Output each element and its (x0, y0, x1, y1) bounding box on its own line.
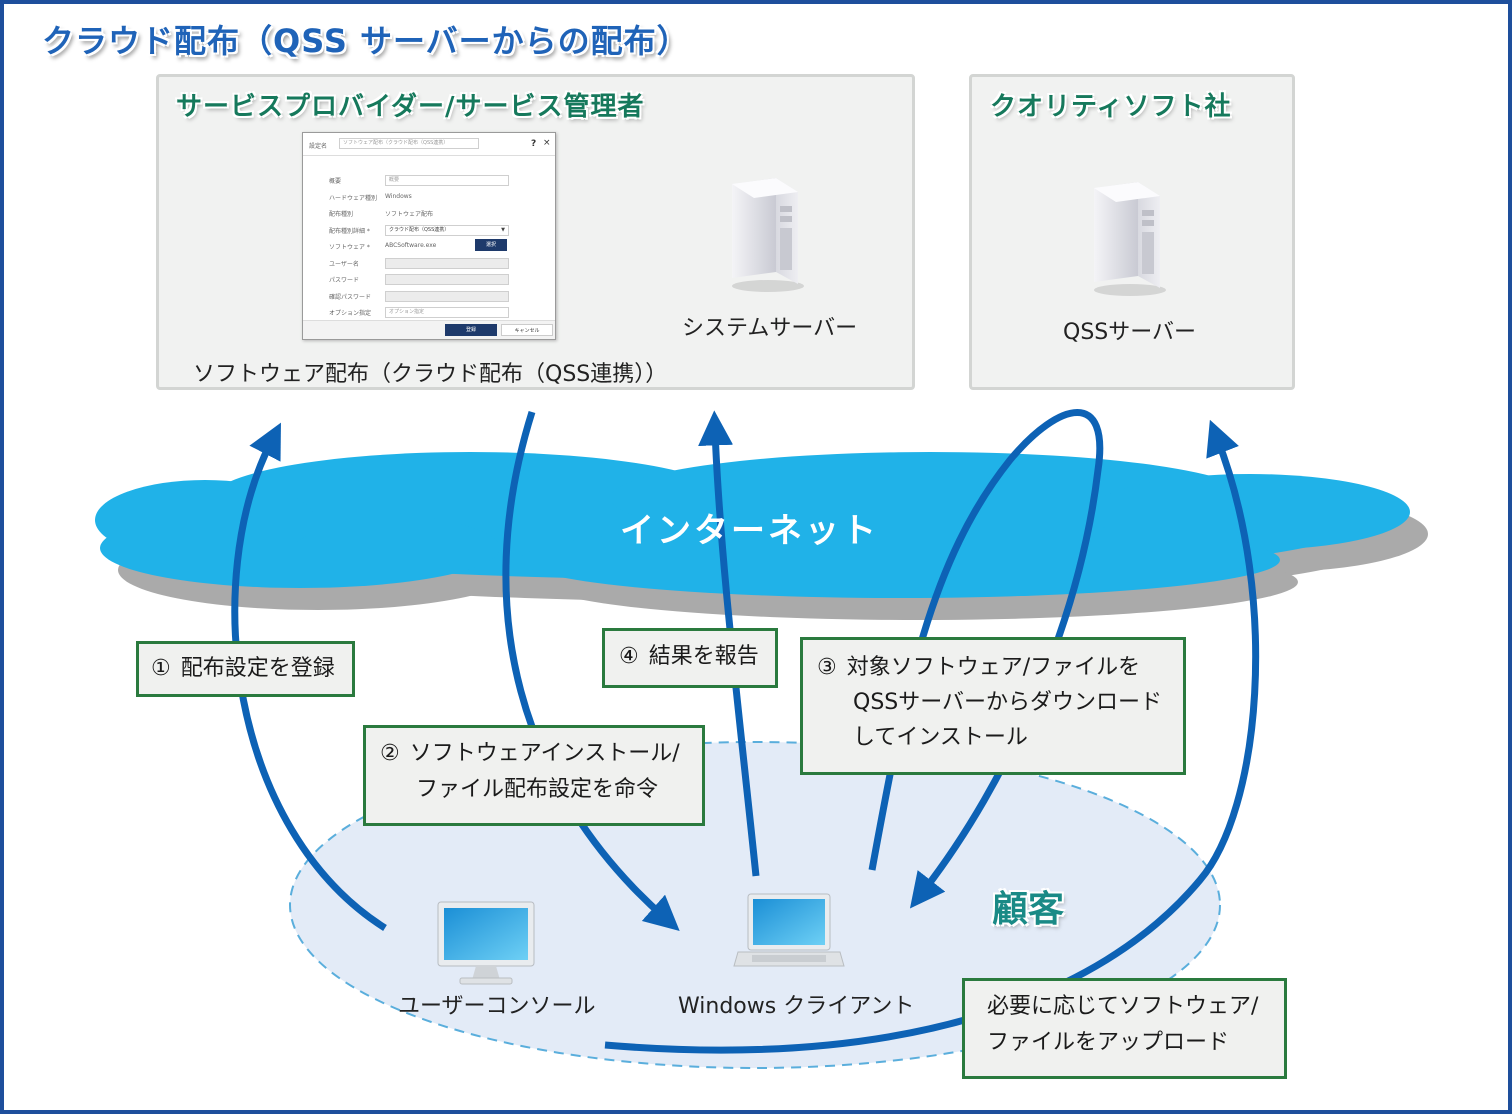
qss-server-label: QSSサーバー (1063, 320, 1197, 345)
customer-label: 顧客 (992, 889, 1065, 930)
form-input[interactable] (385, 257, 509, 269)
user-console-label: ユーザーコンソール (398, 994, 596, 1019)
form-label: ハードウェア種別 (329, 194, 378, 202)
form-label: 配布種別 (329, 211, 354, 218)
settings-dialog: 設定名 ソフトウェア配布（クラウド配布（QSS連携） ? × 概要概要ハードウェ… (302, 132, 556, 340)
arrow-register-settings (231, 422, 387, 931)
upload-note-line-1: 必要に応じてソフトウェア/ (987, 994, 1259, 1019)
select-file-button[interactable]: 選択 (475, 239, 507, 251)
arrow-upload (604, 419, 1260, 1054)
dialog-footer: 登録 キャンセル (303, 320, 555, 339)
form-label: 配布種別詳細 * (329, 227, 370, 235)
diagram-title: クラウド配布（QSS サーバーからの配布） (42, 22, 690, 60)
form-label: 概要 (329, 178, 342, 185)
setting-name-field[interactable]: ソフトウェア配布（クラウド配布（QSS連携） (339, 138, 479, 149)
form-select[interactable]: クラウド配布（QSS連携）▼ (385, 224, 509, 236)
step-2-line-2: ファイル配布設定を命令 (416, 777, 659, 802)
form-value: ソフトウェア配布 (385, 211, 434, 218)
step-3-line-3: してインストール (853, 725, 1028, 750)
form-input[interactable]: オプション指定 (385, 307, 509, 318)
form-value: Windows (385, 192, 412, 200)
laptop-icon (733, 893, 845, 967)
step-2-line-1: ソフトウェアインストール/ (409, 741, 680, 766)
windows-client-label: Windows クライアント (678, 994, 915, 1019)
provider-panel-title: サービスプロバイダー/サービス管理者 (176, 92, 645, 122)
quality-panel-title: クオリティソフト社 (990, 92, 1232, 122)
dialog-header: 設定名 ソフトウェア配布（クラウド配布（QSS連携） ? × (303, 133, 555, 156)
step-1-box: ① 配布設定を登録 (136, 641, 355, 697)
dialog-caption: ソフトウェア配布（クラウド配布（QSS連携）） (193, 362, 668, 387)
step-2-box: ② ソフトウェアインストール/ ファイル配布設定を命令 (363, 725, 705, 826)
form-input[interactable] (385, 290, 509, 302)
setting-name-label: 設定名 (309, 143, 328, 150)
internet-label: インターネット (620, 511, 879, 551)
step-4-box: ④ 結果を報告 (602, 628, 778, 688)
step-2-number: ② (380, 741, 400, 766)
form-value: ABCSoftware.exe (385, 242, 437, 249)
step-3-line-1: 対象ソフトウェア/ファイルを (846, 655, 1141, 680)
form-label: 確認パスワード (329, 293, 372, 301)
form-label: ユーザー名 (329, 260, 359, 268)
help-icon[interactable]: ? (531, 139, 537, 149)
form-label: オプション指定 (329, 310, 372, 317)
step-4-text: 結果を報告 (648, 644, 759, 669)
form-label: パスワード (329, 277, 360, 284)
system-server-label: システムサーバー (682, 316, 858, 341)
form-label: ソフトウェア * (329, 244, 370, 251)
form-input[interactable]: 概要 (385, 175, 509, 186)
monitor-icon (437, 901, 535, 985)
cancel-button[interactable]: キャンセル (501, 324, 553, 336)
step-4-number: ④ (619, 644, 639, 669)
upload-note-line-2: ファイルをアップロード (987, 1030, 1230, 1055)
step-1-number: ① (151, 656, 171, 681)
step-3-box: ③ 対象ソフトウェア/ファイルを QSSサーバーからダウンロード してインストール (800, 637, 1186, 775)
upload-note-box: 必要に応じてソフトウェア/ ファイルをアップロード (962, 978, 1287, 1079)
register-button[interactable]: 登録 (445, 324, 497, 336)
step-3-number: ③ (817, 655, 837, 680)
step-3-line-2: QSSサーバーからダウンロード (853, 690, 1163, 715)
system-server-icon (732, 178, 804, 292)
step-1-text: 配布設定を登録 (180, 656, 335, 681)
chevron-down-icon: ▼ (501, 226, 505, 233)
close-icon[interactable]: × (543, 138, 551, 148)
form-input[interactable] (385, 274, 509, 285)
qss-server-icon (1094, 182, 1166, 296)
arrow-install-command (502, 410, 680, 931)
